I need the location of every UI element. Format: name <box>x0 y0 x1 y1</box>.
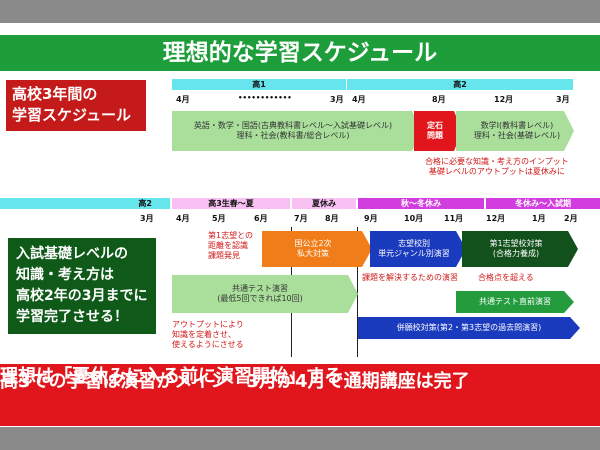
basic-level-box: 入試基礎レベルの 知識・考え方は 高校2年の3月までに 学習完了させる！ <box>8 238 156 334</box>
tick-r1-aug: 8月 <box>432 95 446 104</box>
slide: 理想的な学習スケジュール 高校3年間の 学習スケジュール 入試基礎レベルの 知識… <box>0 23 600 427</box>
tick-r2-oct: 10月 <box>404 214 424 223</box>
basic-level-line: 学習完了させる！ <box>16 309 128 325</box>
schedule-box-line: 高校3年間の <box>12 85 98 103</box>
basic-level-line: 知識・考え方は <box>16 267 114 283</box>
arrow-daiichi-line: 第1志望校対策 <box>489 239 543 248</box>
arrow-kyotsu-line: 共通テスト演習 <box>231 284 288 293</box>
bottom-line-2: 理想は「夏休みに入る前に演習開始」する <box>0 366 342 387</box>
note-goukaku: 合格点を超える <box>478 273 534 282</box>
arrow-kokko-shidai: 国公立2次 私大対策 <box>262 231 372 267</box>
header-winter-exam: 冬休み〜入試期 <box>486 198 600 209</box>
tick-r2-apr: 4月 <box>176 214 190 223</box>
arrow-kyokasho: 数学I(教科書レベル) 理科・社会(基礎レベル) <box>456 111 574 151</box>
note-input: 合格に必要な知識・考え方のインプット 基礎レベルのアウトプットは夏休みに <box>425 157 569 177</box>
tick-r1-dots: •••••••••••• <box>238 94 292 102</box>
arrow-main-line: 理科・社会(教科書/総合レベル) <box>236 131 350 140</box>
note-first-line: 第1志望との <box>208 231 254 240</box>
note-output-line: 知識を定着させ、 <box>172 330 236 339</box>
tick-r2-mar: 3月 <box>140 214 154 223</box>
tick-r1-mar: 3月 <box>330 95 344 104</box>
header-autumn-winter: 秋〜冬休み <box>358 198 484 209</box>
arrow-kyokasho-line: 理科・社会(基礎レベル) <box>473 131 561 140</box>
arrow-kyotsu-line: (最低5回できれば10回) <box>217 294 303 303</box>
note-first-line: 距離を認識 <box>208 241 248 250</box>
tick-r1-mar2: 3月 <box>556 95 570 104</box>
note-output: アウトプットにより 知識を定着させ、 使えるようにさせる <box>172 320 244 350</box>
note-output-line: 使えるようにさせる <box>172 340 244 349</box>
arrow-kokko-line: 国公立2次 <box>294 239 332 248</box>
tick-r2-jan: 1月 <box>532 214 546 223</box>
tick-r1-apr: 4月 <box>176 95 190 104</box>
page-title: 理想的な学習スケジュール <box>0 35 600 71</box>
header-summer: 夏休み <box>292 198 356 209</box>
arrow-teiki-line: 定石 <box>427 121 443 130</box>
schedule-box: 高校3年間の 学習スケジュール <box>6 80 146 131</box>
arrow-teiki-line: 問題 <box>427 131 443 140</box>
tick-r1-dec: 12月 <box>494 95 514 104</box>
tick-r2-aug: 8月 <box>325 214 339 223</box>
arrow-kyokasho-line: 数学I(教科書レベル) <box>480 121 554 130</box>
tick-r1-apr2: 4月 <box>352 95 366 104</box>
header-r2-grade2: 高2 <box>0 198 170 209</box>
arrow-daiichi-line: (合格力養成) <box>492 249 540 258</box>
schedule-box-line: 学習スケジュール <box>12 106 131 124</box>
arrow-shibo-tangen: 志望校別 単元ジャンル別演習 <box>370 231 466 267</box>
arrow-heigan-taisaku: 併願校対策(第2・第3志望の過去問演習) <box>358 317 580 339</box>
tick-r2-nov: 11月 <box>444 214 464 223</box>
note-output-line: アウトプットにより <box>172 320 244 329</box>
bottom-message: 高3での学習は演習がメイン 3月か4月で通期講座は完了 理想は「夏休みに入る前に… <box>0 364 600 426</box>
header-grade2: 高2 <box>347 79 573 90</box>
header-grade1: 高1 <box>172 79 346 90</box>
arrow-chokuzen-enshu: 共通テスト直前演習 <box>456 291 574 313</box>
tick-r2-jul: 7月 <box>294 214 308 223</box>
basic-level-line: 高校2年の3月までに <box>16 288 148 304</box>
tick-r2-may: 5月 <box>212 214 226 223</box>
tick-r2-jun: 6月 <box>254 214 268 223</box>
arrow-shibo-line: 単元ジャンル別演習 <box>378 249 450 258</box>
arrow-kokko-line: 私大対策 <box>297 249 329 258</box>
divider-sep <box>357 227 358 357</box>
note-kadai: 課題を解決するための演習 <box>362 273 458 282</box>
tick-r2-sep: 9月 <box>364 214 378 223</box>
note-first-choice: 第1志望との 距離を認識 課題発見 <box>208 231 253 261</box>
note-input-line: 基礎レベルのアウトプットは夏休みに <box>428 167 565 176</box>
arrow-shibo-line: 志望校別 <box>397 239 430 248</box>
basic-level-line: 入試基礎レベルの <box>16 246 128 262</box>
arrow-main-input: 英語・数学・国語(古典教科書レベル〜入試基礎レベル) 理科・社会(教科書/総合レ… <box>172 111 422 151</box>
tick-r2-feb: 2月 <box>564 214 578 223</box>
arrow-main-line: 英語・数学・国語(古典教科書レベル〜入試基礎レベル) <box>193 121 393 130</box>
arrow-kyotsu-enshu: 共通テスト演習 (最低5回できれば10回) <box>172 275 358 313</box>
tick-r2-dec: 12月 <box>486 214 506 223</box>
arrow-daiichi-taisaku: 第1志望校対策 (合格力養成) <box>462 231 578 267</box>
arrow-teiki-mondai: 定石 問題 <box>414 111 462 151</box>
bottom-line-1: 高3での学習は演習がメイン 3月か4月で通期講座は完了 <box>0 371 470 392</box>
note-input-line: 合格に必要な知識・考え方のインプット <box>425 157 569 166</box>
header-spring-summer: 高3生春〜夏 <box>172 198 290 209</box>
note-first-line: 課題発見 <box>208 251 240 260</box>
